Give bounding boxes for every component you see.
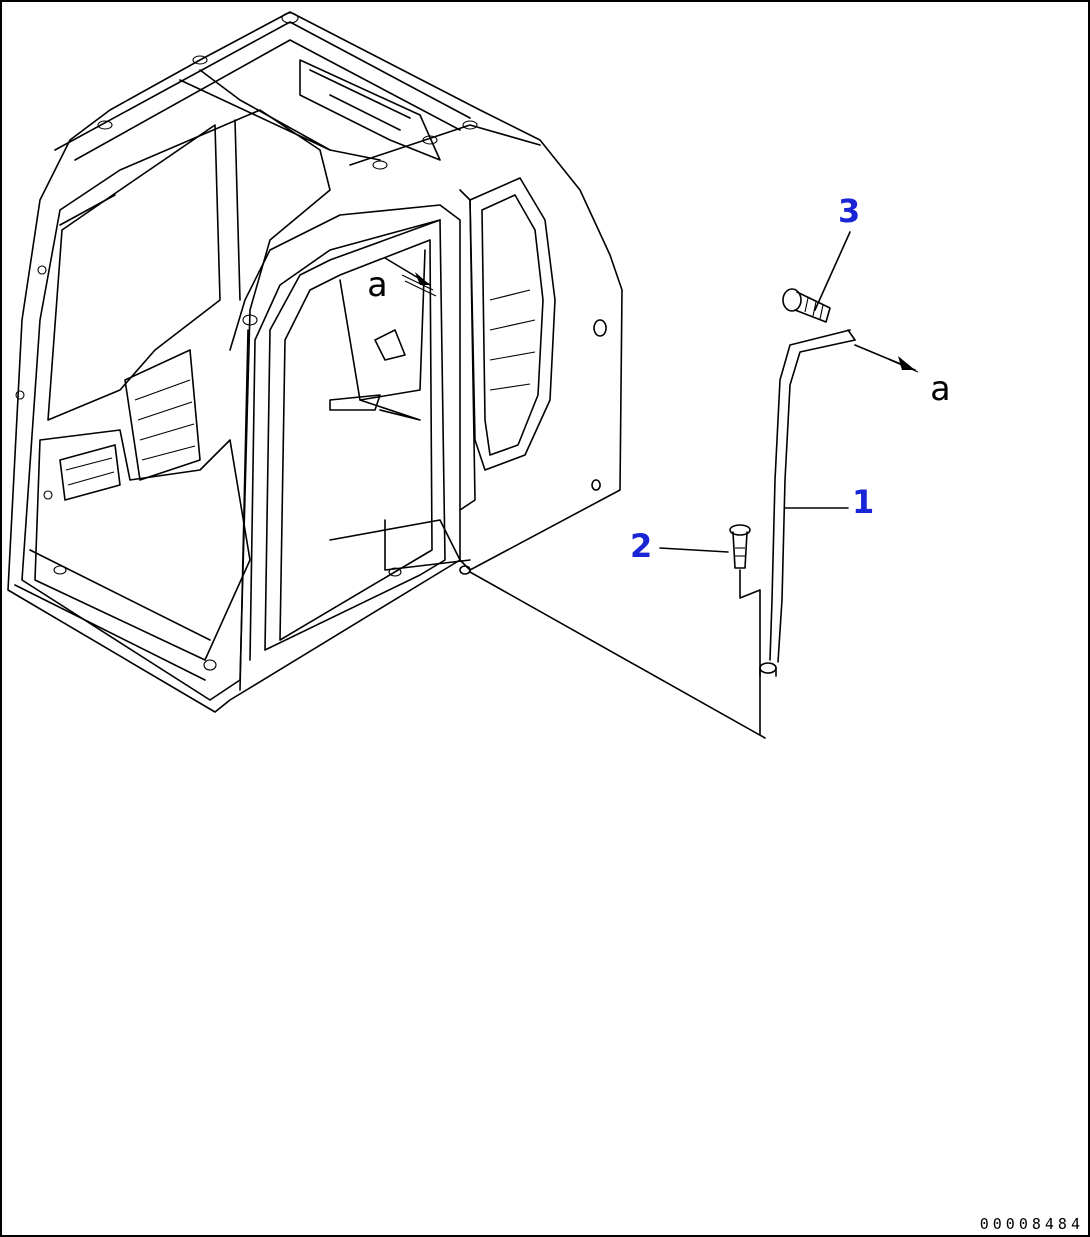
view-reference-a-rail: a	[930, 369, 951, 409]
cab-structure	[7, 11, 623, 713]
door-opening	[264, 219, 446, 651]
callout-part-2: 2	[630, 527, 653, 565]
callout-part-1: 1	[852, 483, 875, 521]
screw-part-2	[729, 524, 751, 569]
installation-lines	[459, 344, 919, 739]
cab-outline	[7, 11, 623, 713]
side-window	[469, 177, 556, 471]
handrail-part	[759, 329, 856, 677]
view-reference-a-cab: a	[367, 265, 388, 305]
bolt-part-3	[782, 288, 831, 323]
document-number: 00008484	[979, 1215, 1084, 1233]
view-arrow-a-cab	[384, 257, 437, 297]
front-window-frame	[21, 109, 331, 701]
callout-part-3: 3	[838, 192, 861, 230]
leader-lines	[659, 231, 851, 553]
